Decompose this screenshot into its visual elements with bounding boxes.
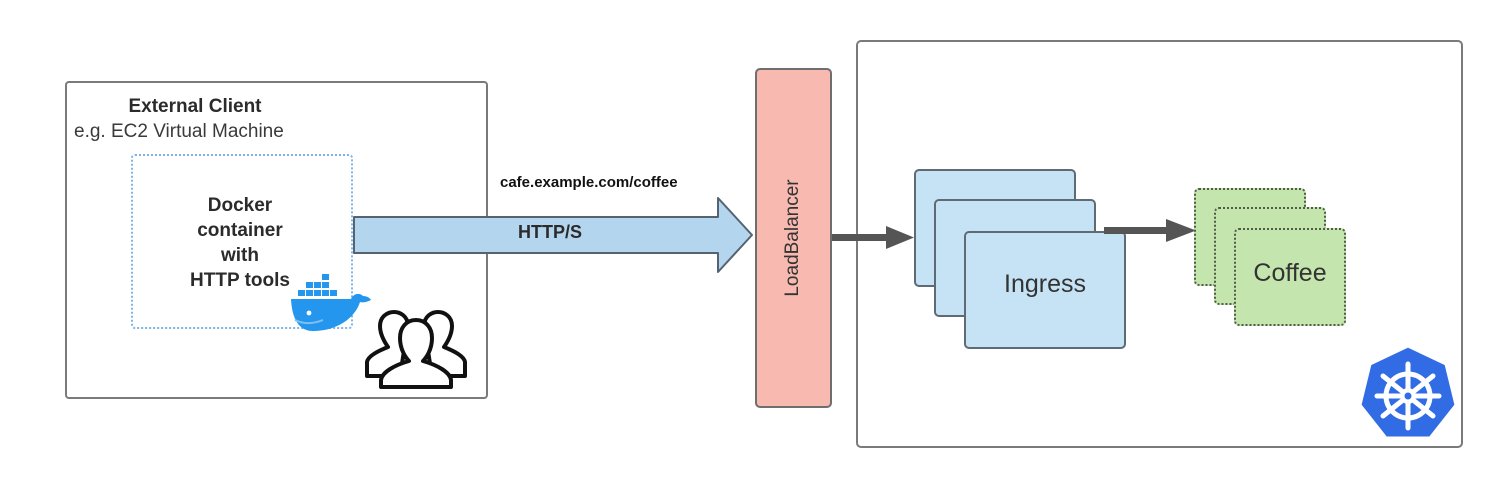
docker-label-line: container [197, 220, 283, 241]
https-request-arrow [353, 197, 753, 273]
docker-container-box [131, 154, 353, 329]
kubernetes-cluster-box [856, 40, 1463, 448]
request-url-label: cafe.example.com/coffee [500, 174, 678, 191]
external-client-title: External Client [128, 96, 262, 117]
coffee-label: Coffee [1253, 259, 1327, 287]
loadbalancer-box [755, 68, 832, 408]
ingress-to-coffee-arrow [1104, 219, 1196, 242]
loadbalancer-label: LoadBalancer [782, 179, 803, 297]
kubernetes-helm-icon [1358, 344, 1458, 440]
ingress-card [964, 231, 1126, 349]
loadbalancer-to-ingress-arrow [832, 226, 914, 249]
coffee-pod-card [1234, 228, 1346, 326]
external-client-subtitle: e.g. EC2 Virtual Machine [74, 121, 284, 142]
docker-label-line: with [221, 245, 259, 266]
docker-whale-icon [291, 274, 371, 331]
docker-container-label: Docker container with HTTP tools [150, 193, 330, 293]
protocol-label: HTTP/S [517, 222, 582, 242]
docker-label-line: Docker [207, 195, 273, 216]
users-group-icon [365, 310, 467, 389]
docker-label-line: HTTP tools [190, 270, 290, 291]
ingress-label: Ingress [1004, 270, 1086, 298]
